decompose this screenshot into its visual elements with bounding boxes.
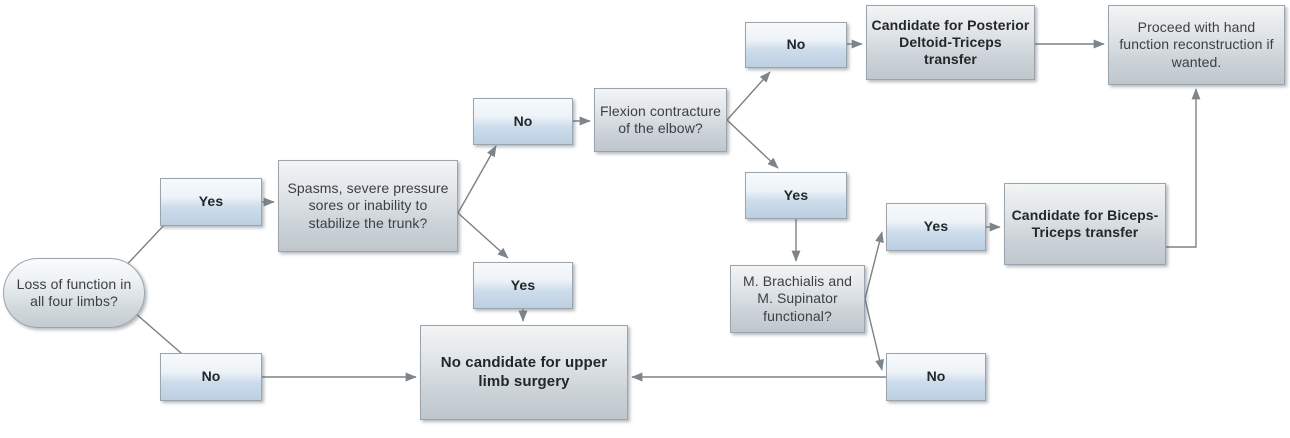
edge-flexion-to-yes3	[726, 119, 779, 169]
node-no2[interactable]: No	[473, 98, 573, 145]
node-label-flexion: Flexion contracture of the elbow?	[600, 102, 721, 136]
node-no3[interactable]: No	[745, 22, 847, 68]
edge-biceps-to-proceed	[1166, 88, 1201, 248]
node-yes3[interactable]: Yes	[745, 172, 847, 219]
node-label-yes2: Yes	[510, 276, 536, 293]
node-yes4[interactable]: Yes	[886, 203, 986, 251]
node-no4[interactable]: No	[886, 353, 986, 401]
node-label-deltoid: Candidate for Posterior Deltoid-Triceps …	[871, 16, 1030, 68]
node-yes2[interactable]: Yes	[473, 262, 573, 309]
node-no1[interactable]: No	[160, 353, 262, 401]
node-label-no3: No	[786, 36, 806, 53]
node-deltoid[interactable]: Candidate for Posterior Deltoid-Triceps …	[866, 5, 1035, 80]
node-label-yes3: Yes	[783, 186, 809, 203]
node-label-start: Loss of function in all four limbs?	[16, 275, 132, 309]
node-label-spasms: Spasms, severe pressure sores or inabili…	[287, 180, 449, 231]
node-label-no2: No	[513, 112, 533, 129]
edge-spasms-to-no2	[457, 145, 497, 214]
edge-flexion-to-no3	[726, 71, 771, 121]
node-label-proceed: Proceed with hand function reconstructio…	[1119, 19, 1274, 70]
node-label-no4: No	[926, 368, 946, 385]
node-label-yes4: Yes	[923, 218, 949, 235]
node-flexion[interactable]: Flexion contracture of the elbow?	[594, 88, 727, 152]
node-start[interactable]: Loss of function in all four limbs?	[3, 258, 145, 328]
node-yes1[interactable]: Yes	[160, 178, 262, 226]
edge-brachialis-to-no4	[864, 298, 884, 371]
node-label-biceps: Candidate for Biceps-Triceps transfer	[1011, 206, 1159, 240]
node-label-brachialis: M. Brachialis and M. Supinator functiona…	[742, 273, 853, 324]
node-nocandidate[interactable]: No candidate for upper limb surgery	[420, 325, 628, 420]
node-proceed[interactable]: Proceed with hand function reconstructio…	[1108, 5, 1285, 85]
edge-spasms-to-yes2	[457, 212, 509, 259]
node-brachialis[interactable]: M. Brachialis and M. Supinator functiona…	[730, 265, 865, 333]
node-label-nocandidate: No candidate for upper limb surgery	[440, 354, 608, 390]
node-biceps[interactable]: Candidate for Biceps-Triceps transfer	[1004, 183, 1166, 265]
node-spasms[interactable]: Spasms, severe pressure sores or inabili…	[278, 160, 458, 252]
node-label-yes1: Yes	[198, 193, 224, 210]
node-label-no1: No	[201, 368, 221, 385]
edge-brachialis-to-yes4	[864, 231, 884, 300]
